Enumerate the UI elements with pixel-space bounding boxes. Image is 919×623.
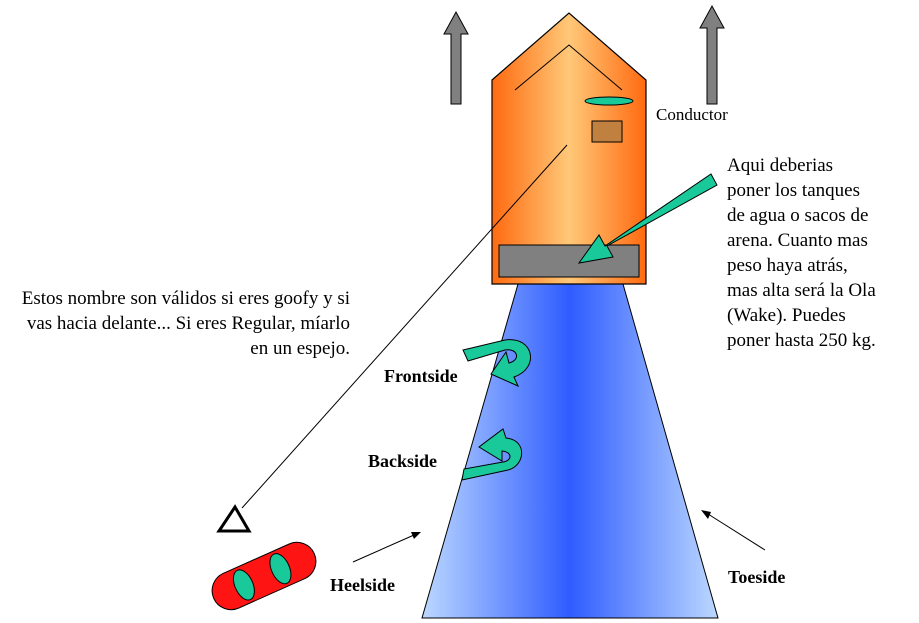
wake-shape [421,283,719,619]
ballast-area [498,244,640,278]
boat-windshield [584,96,634,106]
heelside-pointer-line [352,534,415,563]
direction-arrow-left [443,10,469,105]
direction-arrow-right [699,4,725,105]
binding-front [269,553,292,585]
driver-seat [591,120,623,143]
backside-rotation-arrow [461,428,522,481]
label-backside: Backside [368,451,438,471]
heelside-pointer-head [411,532,421,539]
note-right-line: mas alta será la Ola [727,280,876,301]
note-right: Aqui deberias poner los tanques de agua … [727,153,917,353]
note-right-line: poner hasta 250 kg. [727,330,876,351]
note-left: Estos nombre son válidos si eres goofy y… [21,288,350,359]
boat-bow-line [514,44,623,91]
note-right-line: Aqui deberias [727,155,834,176]
toeside-pointer-head [701,510,711,519]
boat-hull [491,12,647,285]
toeside-pointer-line [707,513,766,551]
frontside-rotation-arrow [462,339,531,387]
label-frontside: Frontside [384,366,458,386]
note-right-line: poner los tanques [727,180,860,201]
note-right-line: de agua o sacos de [727,205,869,226]
ballast-pointer-arrow [577,173,718,264]
tow-rope [241,144,568,509]
label-heelside: Heelside [330,575,395,595]
label-toeside: Toeside [728,567,786,587]
label-conductor: Conductor [656,105,728,124]
tow-handle [216,504,252,533]
rider-board [211,541,317,611]
note-right-line: (Wake). Puedes [727,305,846,326]
note-right-line: peso haya atrás, [727,255,848,276]
note-right-line: arena. Cuanto mas [727,230,868,251]
binding-back [232,569,255,601]
